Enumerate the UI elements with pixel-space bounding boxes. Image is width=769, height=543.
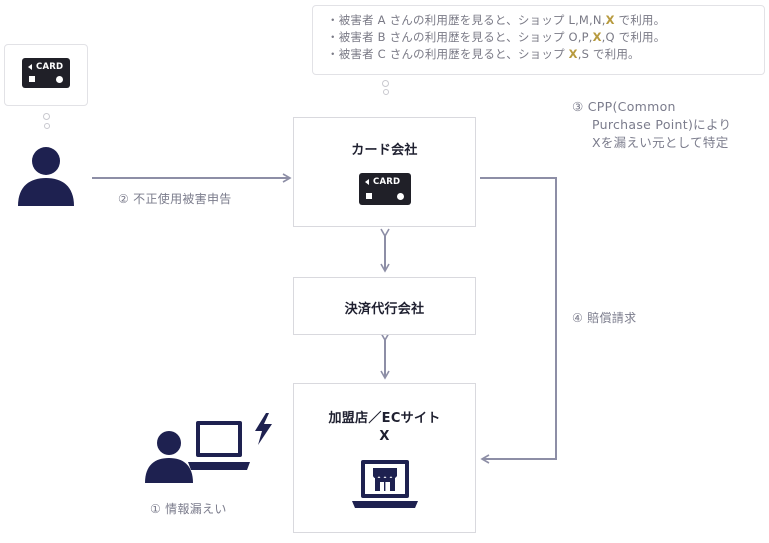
- step3-line3: Xを漏えい元として特定: [592, 135, 729, 150]
- card-company-box: カード会社: [293, 117, 476, 227]
- note-line-b: ・被害者 B さんの利用歴を見ると、ショップ O,P,X,Q で利用。: [327, 30, 666, 44]
- merchant-title-line1: 加盟店／ECサイト: [328, 411, 441, 426]
- thought-dot: [382, 80, 389, 87]
- card-icon: CARD: [359, 173, 411, 205]
- step4-label: ④ 賠償請求: [572, 311, 637, 325]
- step2-label: ② 不正使用被害申告: [118, 192, 232, 206]
- lightning-icon: [255, 413, 272, 445]
- step1-label: ① 情報漏えい: [150, 502, 227, 516]
- note-line-a: ・被害者 A さんの利用歴を見ると、ショップ L,M,N,X で利用。: [327, 13, 666, 27]
- laptop-icon: [188, 421, 250, 470]
- step3-line1: ③ CPP(Common: [572, 99, 676, 114]
- arrow-compensation: [480, 177, 557, 464]
- card-icon: CARD: [22, 58, 70, 88]
- payment-agency-box: 決済代行会社: [293, 277, 476, 335]
- step3-label: ③ CPP(Common Purchase Point)により Xを漏えい元とし…: [572, 98, 731, 152]
- usage-history-note: ・被害者 A さんの利用歴を見ると、ショップ L,M,N,X で利用。 ・被害者…: [312, 5, 765, 75]
- shop-laptop-icon: [352, 460, 418, 508]
- note-line-c: ・被害者 C さんの利用歴を見ると、ショップ X,S で利用。: [327, 47, 640, 61]
- thought-dot: [43, 113, 50, 120]
- thought-dot: [44, 123, 50, 129]
- step3-line2: Purchase Point)により: [592, 117, 732, 132]
- payment-agency-title: 決済代行会社: [344, 302, 425, 317]
- merchant-title-line2: X: [379, 429, 390, 444]
- person-icon: [18, 147, 74, 206]
- card-company-title: カード会社: [351, 143, 418, 158]
- thought-dot: [383, 89, 389, 95]
- person-icon: [145, 431, 193, 483]
